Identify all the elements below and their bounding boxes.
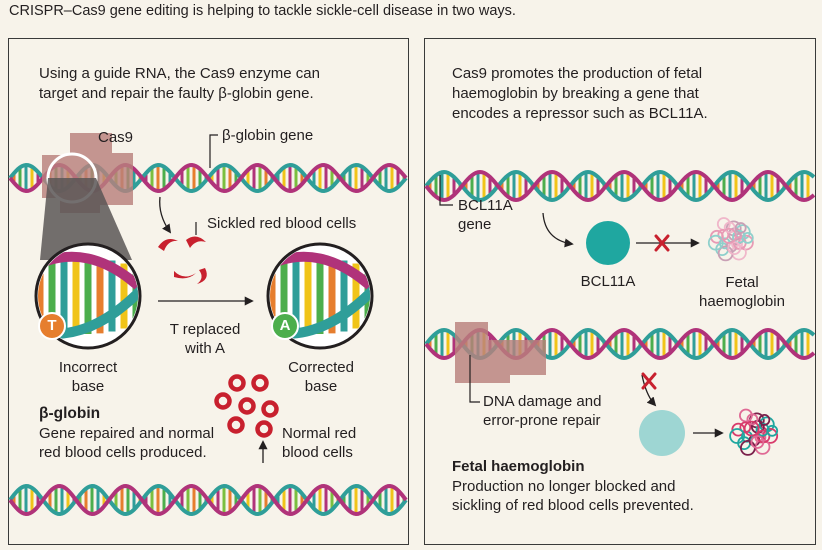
sickled-cells-label: Sickled red blood cells — [207, 215, 357, 232]
fetal-haemoglobin-produced — [729, 408, 779, 456]
cas9-right-enzyme — [455, 322, 546, 383]
sickled-cells — [158, 236, 207, 284]
dna-strand-left-bottom — [8, 483, 408, 517]
bcl11a-gene-leader — [439, 175, 453, 206]
sickled-arrow — [159, 196, 172, 234]
left-summary-line2: red blood cells produced. — [39, 444, 207, 461]
normal-cells-label-line1: Normal red — [282, 425, 357, 442]
replaced-label-line2: with A — [184, 340, 226, 357]
left-summary-line1: Gene repaired and normal — [39, 425, 215, 442]
dna-strand-right-top — [424, 169, 816, 203]
figure-title: CRISPR–Cas9 gene editing is helping to t… — [9, 3, 516, 19]
fetal-hb-label-line2: haemoglobin — [699, 293, 785, 310]
normal-red-blood-cells — [214, 374, 279, 438]
corrected-base-line1: Corrected — [288, 359, 354, 376]
bcl11a-protein-label: BCL11A — [580, 273, 636, 290]
repression-x-icon — [654, 234, 670, 252]
zoom-corrected-base — [266, 242, 374, 350]
fetal-hb-label-line1: Fetal — [725, 274, 759, 291]
bcl11a-expression-arrow — [542, 212, 574, 248]
right-intro-line3: encodes a repressor such as BCL11A. — [452, 105, 708, 122]
corrected-base-line2: base — [304, 378, 338, 395]
broken-gene-arrow — [641, 374, 657, 407]
damage-label-line1: DNA damage and — [483, 393, 602, 410]
incorrect-base-line1: Incorrect — [58, 359, 118, 376]
beta-globin-gene-label: β-globin gene — [222, 127, 314, 144]
replaced-label-line1: T replaced — [169, 321, 241, 338]
base-t-letter: T — [47, 317, 57, 334]
right-intro-line1: Cas9 promotes the production of fetal — [452, 65, 703, 82]
cas9-label: Cas9 — [98, 129, 134, 146]
base-a-badge — [271, 312, 299, 340]
right-intro-line2: haemoglobin by breaking a gene that — [452, 85, 699, 102]
broken-bcl11a-protein — [639, 410, 685, 456]
damage-leader-line — [469, 355, 480, 403]
normal-cells-label-line2: blood cells — [282, 444, 353, 461]
fetal-haemoglobin-blocked — [707, 217, 754, 262]
broken-gene-x-icon — [641, 372, 657, 390]
base-a-letter: A — [279, 317, 291, 334]
base-t-badge — [38, 312, 66, 340]
zoom-shadow — [40, 178, 132, 260]
left-intro-line1: Using a guide RNA, the Cas9 enzyme can — [39, 65, 320, 82]
damage-label-line2: error-prone repair — [483, 412, 601, 429]
left-intro-line2: target and repair the faulty β-globin ge… — [39, 85, 314, 102]
right-panel — [424, 38, 816, 545]
right-heading: Fetal haemoglobin — [452, 458, 585, 475]
bcl11a-gene-line1: BCL11A — [458, 197, 513, 214]
zoom-incorrect-base — [34, 242, 142, 350]
bcl11a-protein — [586, 221, 630, 265]
right-summary-line1: Production no longer blocked and — [452, 478, 676, 495]
bcl11a-gene-line2: gene — [458, 216, 492, 233]
left-heading: β-globin — [39, 405, 101, 422]
incorrect-base-line2: base — [71, 378, 105, 395]
right-summary-line2: sickling of red blood cells prevented. — [452, 497, 694, 514]
gene-leader-line — [209, 134, 218, 168]
